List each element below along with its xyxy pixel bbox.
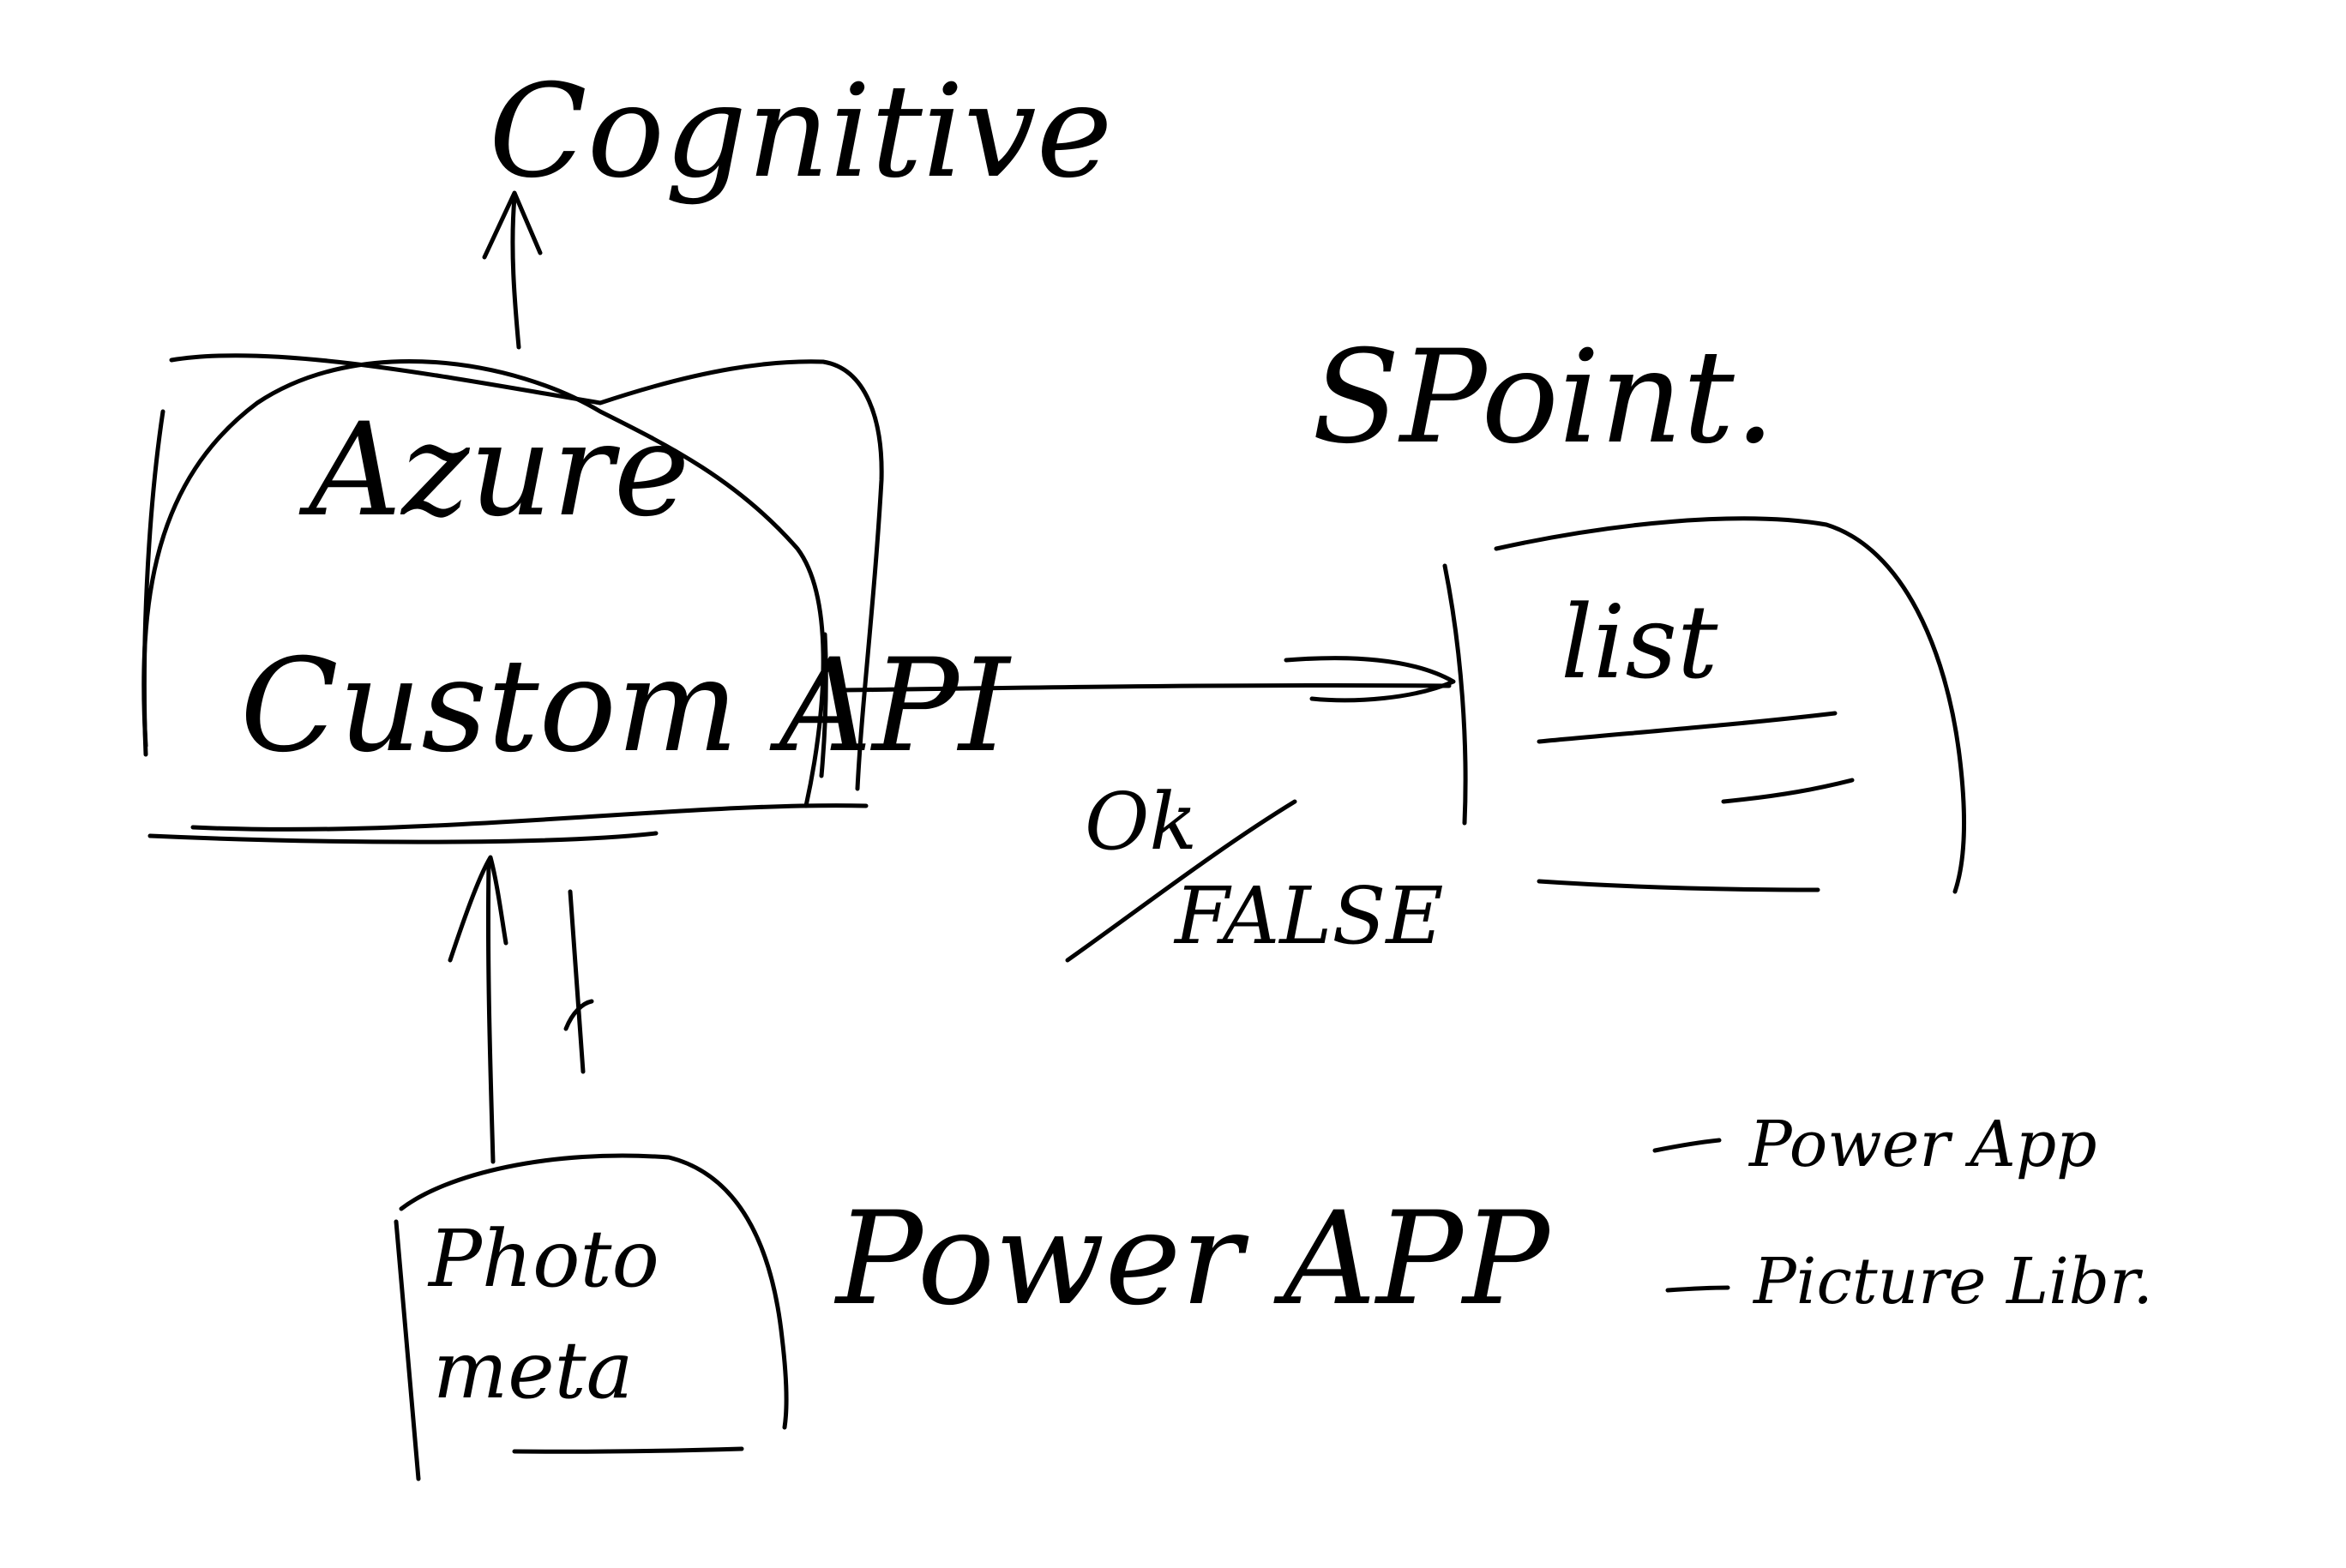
azure-box xyxy=(141,353,884,844)
meta-label: meta xyxy=(433,1325,634,1416)
false-label: FALSE xyxy=(1173,870,1444,962)
up-arrow-shaft xyxy=(485,859,496,1164)
power-app-label: Power APP xyxy=(833,1185,1552,1334)
cognitive-label: Cognitive xyxy=(489,57,1112,207)
photo-box-top-right xyxy=(399,1153,789,1430)
custom-api-label: Custom API xyxy=(240,632,1012,781)
list-line-1 xyxy=(1537,711,1838,744)
azure-box-bottom-wave xyxy=(190,803,869,832)
photo-box-bottom-line xyxy=(512,1446,744,1454)
arrow-shaft-up xyxy=(510,195,521,350)
photo-label: Photo xyxy=(427,1213,659,1305)
down-arrow-head xyxy=(563,999,594,1031)
sharepoint-list-box xyxy=(1442,516,1966,894)
azure-box-outer-stroke xyxy=(169,353,884,791)
azure-box-bottom-line xyxy=(147,831,659,844)
azure-label: Azure xyxy=(298,396,689,545)
note-dash-2 xyxy=(1665,1285,1730,1293)
list-box-top-right xyxy=(1494,516,1966,894)
note-dash-1 xyxy=(1652,1138,1722,1153)
ok-label: Ok xyxy=(1085,776,1197,868)
sharepoint-label: SPoint. xyxy=(1312,323,1775,472)
photo-box-left-edge xyxy=(394,1219,421,1481)
down-arrow-shaft xyxy=(568,889,586,1074)
note-picture-library: Picture Libr. xyxy=(1752,1245,2153,1319)
api-photo-connection xyxy=(448,855,594,1164)
list-label: list xyxy=(1561,583,1718,701)
list-line-3 xyxy=(1537,879,1820,892)
arrow-head-up xyxy=(482,190,543,260)
api-to-list-arrow xyxy=(842,656,1456,703)
azure-box-left-edge xyxy=(141,409,165,757)
list-line-2 xyxy=(1721,778,1855,804)
photo-meta-box xyxy=(394,1153,789,1481)
cognitive-arrow xyxy=(482,190,543,350)
up-arrow-head xyxy=(448,855,508,963)
azure-box-right-edge xyxy=(819,632,828,778)
ok-false-strike xyxy=(1065,799,1297,963)
list-box-left-edge xyxy=(1442,563,1468,826)
azure-box-inner-stroke xyxy=(141,359,826,808)
note-power-app: Power App xyxy=(1747,1108,2097,1181)
arrow-shaft-right xyxy=(842,682,1452,693)
arrow-head-right xyxy=(1284,656,1456,703)
